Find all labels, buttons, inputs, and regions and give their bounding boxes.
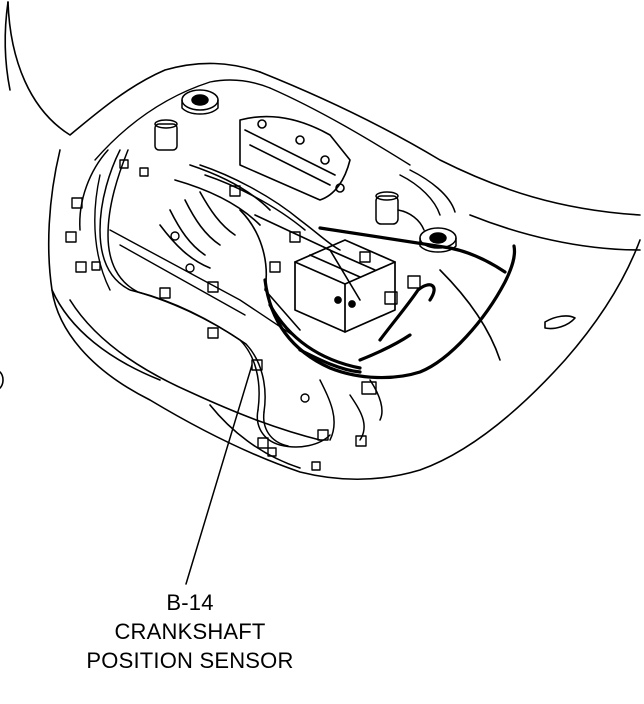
crankshaft-sensor-label: B-14 CRANKSHAFT POSITION SENSOR	[40, 588, 340, 675]
component-code: B-14	[166, 590, 214, 615]
shock-tower-right	[419, 227, 457, 253]
harness-wires	[79, 149, 456, 448]
component-name-line1: CRANKSHAFT	[114, 619, 266, 644]
coolant-bottle	[375, 191, 425, 231]
component-name-line2: POSITION SENSOR	[86, 648, 294, 673]
air-cleaner-box	[294, 239, 396, 333]
car-body-outline	[0, 1, 641, 481]
reservoir	[154, 119, 178, 151]
engine-block	[159, 115, 361, 331]
shock-tower-left	[181, 89, 219, 115]
wiring-harness	[263, 226, 517, 380]
leader-line	[185, 364, 253, 585]
connectors	[65, 159, 421, 471]
engine-compartment	[94, 79, 411, 341]
